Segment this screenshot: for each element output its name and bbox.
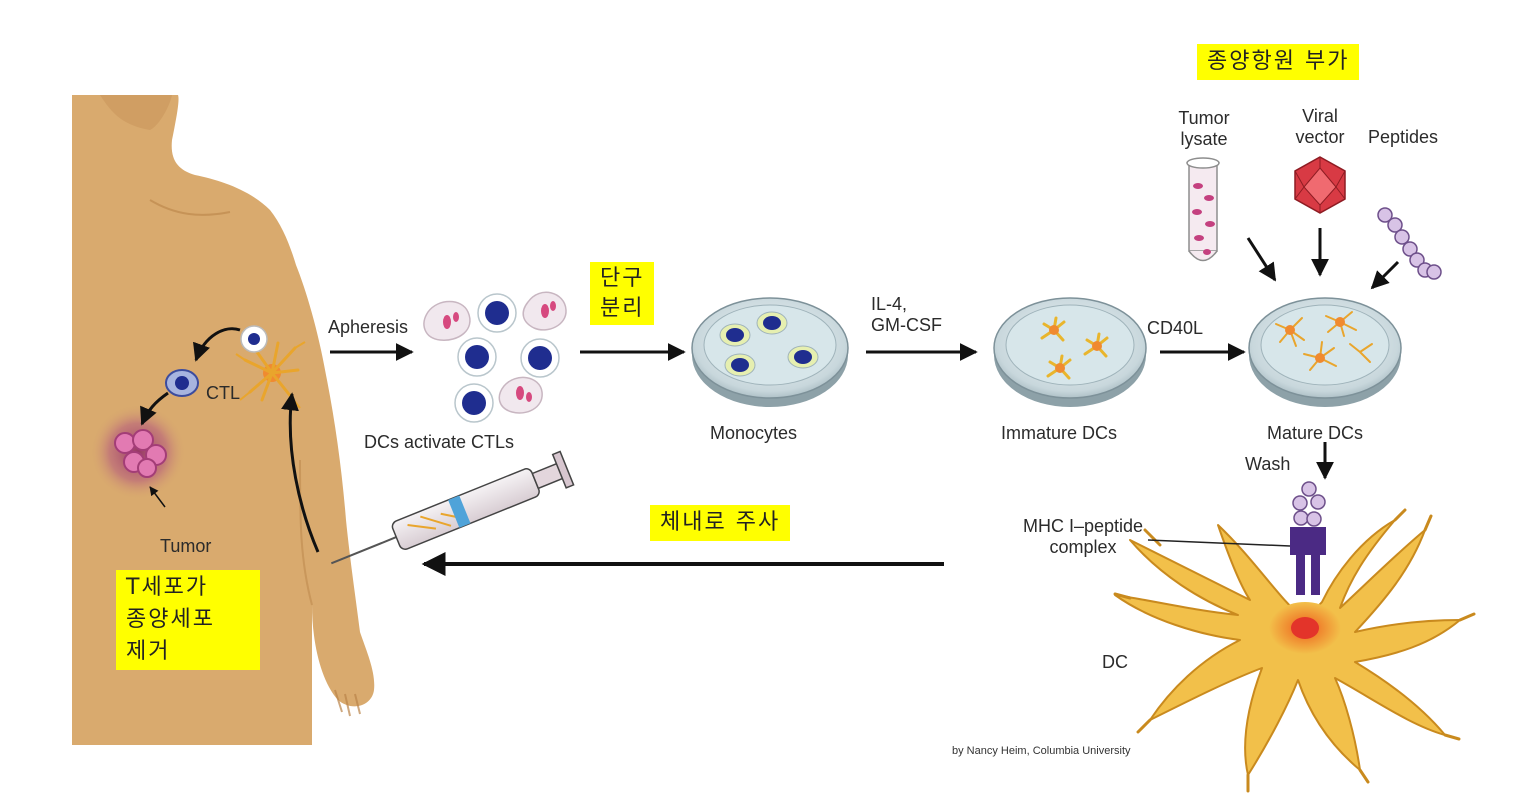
cytokines-label-line1: IL-4, bbox=[871, 294, 908, 314]
note-tcell-line3: 제거 bbox=[126, 638, 171, 664]
mature-dcs-dish bbox=[1248, 297, 1402, 407]
dc-label: DC bbox=[1102, 652, 1128, 672]
note-add-tumor-antigen: 종양항원 부가 bbox=[1197, 44, 1360, 80]
viral-vector-icon bbox=[1294, 156, 1346, 214]
peptides-label: Peptides bbox=[1368, 127, 1439, 147]
note-monocyte-separation-line1: 단구 bbox=[600, 266, 645, 291]
note-inject-into-body: 체내로 주사 bbox=[650, 505, 791, 541]
tumor-label: Tumor bbox=[160, 536, 212, 556]
cytokines-label-line2: GM-CSF bbox=[871, 314, 942, 335]
credit-text: by Nancy Heim, Columbia University bbox=[952, 745, 1131, 757]
mhc-complex-label-line1: MHC I–peptide bbox=[1022, 516, 1144, 536]
dendritic-cell-large bbox=[1113, 508, 1476, 793]
arm-t-cell bbox=[240, 325, 268, 353]
wash-label: Wash bbox=[1245, 454, 1291, 474]
cd40l-label: CD40L bbox=[1147, 318, 1204, 338]
note-tcell-kills-tumor: T세포가 종양세포 제거 bbox=[116, 570, 260, 670]
ctl-label: CTL bbox=[206, 383, 241, 403]
peptides-chain bbox=[1377, 207, 1442, 280]
tumor-mass bbox=[90, 404, 186, 500]
note-tcell-line1: T세포가 bbox=[126, 575, 209, 600]
mhc-receptor bbox=[1290, 481, 1326, 595]
viral-vector-label-line1: Viral bbox=[1302, 106, 1338, 126]
note-add-tumor-antigen-text: 종양항원 부가 bbox=[1207, 49, 1350, 74]
note-monocyte-separation-line2: 분리 bbox=[600, 295, 645, 321]
monocytes-label: Monocytes bbox=[710, 423, 798, 443]
antigen-arrows bbox=[1246, 228, 1400, 290]
tumor-lysate-label: Tumor lysate bbox=[1172, 108, 1236, 149]
tumor-lysate-label-line2: lysate bbox=[1180, 128, 1228, 149]
syringe-illustration bbox=[330, 450, 575, 565]
ctl-cell bbox=[165, 369, 199, 397]
note-inject-into-body-text: 체내로 주사 bbox=[660, 510, 781, 535]
dcs-activate-ctls-label: DCs activate CTLs bbox=[364, 432, 515, 452]
mhc-leader-line bbox=[1147, 539, 1291, 547]
tumor-lysate-label-line1: Tumor bbox=[1178, 108, 1230, 128]
process-arrows bbox=[330, 343, 1334, 576]
note-tcell-line2: 종양세포 bbox=[126, 606, 215, 632]
body-arrows bbox=[140, 327, 320, 553]
tumor-lysate-tube bbox=[1186, 157, 1220, 262]
viral-vector-label: Viral vector bbox=[1285, 106, 1355, 147]
mhc-complex-label-line2: complex bbox=[1049, 536, 1117, 557]
viral-vector-label-line2: vector bbox=[1295, 126, 1345, 147]
apheresis-label: Apheresis bbox=[328, 317, 409, 337]
immature-dcs-label: Immature DCs bbox=[1001, 423, 1118, 443]
mature-dcs-label: Mature DCs bbox=[1267, 423, 1364, 443]
note-monocyte-separation: 단구 분리 bbox=[590, 262, 655, 326]
monocytes-dish bbox=[691, 297, 849, 407]
dc-ctl-cluster bbox=[423, 291, 567, 423]
mhc-complex-label: MHC I–peptide complex bbox=[1018, 516, 1148, 557]
immature-dcs-dish bbox=[993, 297, 1147, 407]
cytokines-label: IL-4, GM-CSF bbox=[871, 294, 942, 335]
